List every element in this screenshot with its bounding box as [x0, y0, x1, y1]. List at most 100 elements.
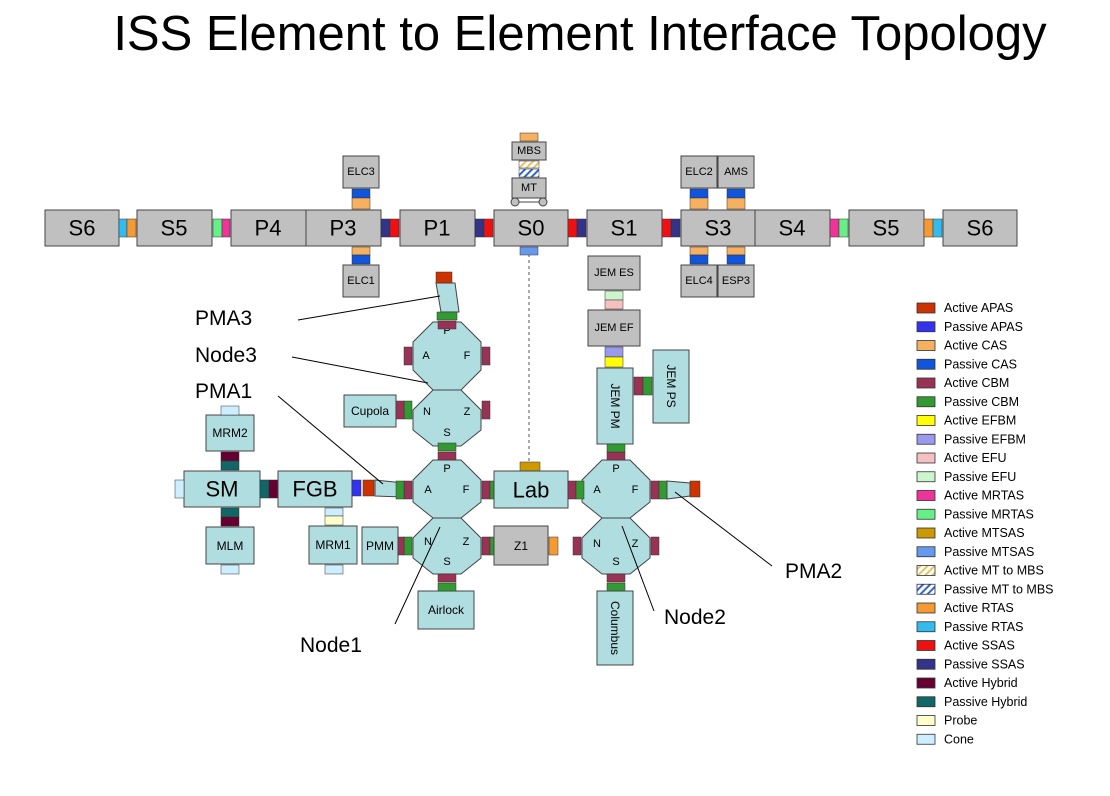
- truss-interfaces: [118, 132, 943, 265]
- jem-pm-label: JEM PM: [608, 383, 622, 428]
- jem-es-box: JEM ES: [587, 255, 641, 291]
- legend-item: Active MRTAS: [916, 489, 1024, 503]
- legend-swatch: [916, 658, 936, 670]
- jem-pm-box: JEM PM: [596, 367, 634, 445]
- node3-port-f: F: [464, 350, 471, 362]
- legend-item: Passive EFU: [916, 470, 1016, 484]
- truss-s3-label: S3: [705, 216, 732, 241]
- legend-swatch: [916, 433, 936, 445]
- mrm2-label: MRM2: [212, 426, 248, 440]
- legend-item: Active CAS: [916, 339, 1007, 353]
- legend-label: Passive EFBM: [944, 432, 1026, 446]
- node1-port-n: N: [424, 536, 432, 548]
- node2-port-s: S: [612, 556, 619, 568]
- legend-swatch: [916, 490, 936, 501]
- legend-swatch: [916, 452, 936, 464]
- legend-item: Active EFBM: [916, 414, 1016, 428]
- legend-label: Passive Hybrid: [944, 695, 1027, 709]
- truss-s6-left-label: S6: [69, 216, 96, 241]
- legend-swatch: [916, 602, 936, 614]
- legend-swatch: [916, 302, 936, 314]
- truss-s6-left: S6: [44, 209, 120, 247]
- jem-ps-label: JEM PS: [664, 364, 678, 407]
- truss-s1: S1: [586, 209, 663, 247]
- node1-lower-octagon: N Z S: [412, 517, 482, 575]
- legend-item: Active APAS: [916, 301, 1013, 315]
- legend-item: Active EFU: [916, 451, 1007, 465]
- pma3-apas-active: [435, 271, 453, 284]
- truss-p4-label: P4: [255, 216, 282, 241]
- legend-swatch: [916, 340, 936, 351]
- truss-s4: S4: [754, 209, 831, 247]
- jem-ef-box: JEM EF: [587, 309, 641, 347]
- legend-item: Passive MT to MBS: [916, 582, 1054, 596]
- truss-s5-right-label: S5: [873, 216, 900, 241]
- truss-p4: P4: [230, 209, 307, 247]
- legend-item: Passive Hybrid: [916, 695, 1027, 709]
- esp3-box: ESP3: [717, 264, 755, 298]
- sm-box: SM: [183, 470, 261, 508]
- legend-item: Passive EFBM: [916, 432, 1026, 446]
- elc4-box: ELC4: [680, 264, 718, 298]
- legend-label: Cone: [944, 732, 974, 746]
- jem-ef-efu-active: [604, 299, 624, 310]
- legend-swatch: [916, 565, 936, 576]
- truss-s0: S0: [493, 209, 569, 247]
- legend-swatch: [916, 583, 936, 595]
- truss-p3: P3: [305, 209, 382, 247]
- legend-swatch: [916, 733, 936, 745]
- legend-swatch: [916, 471, 936, 483]
- cupola-box: Cupola: [343, 394, 397, 428]
- mlm-box: MLM: [205, 526, 255, 565]
- legend-label: Active MT to MBS: [944, 564, 1044, 578]
- truss-s5-right: S5: [848, 209, 925, 247]
- truss-s0-label: S0: [518, 216, 545, 241]
- legend-swatch: [916, 677, 936, 689]
- jem-ps-box: JEM PS: [652, 349, 690, 424]
- truss-s6-right-label: S6: [967, 216, 994, 241]
- ams-label: AMS: [724, 166, 748, 178]
- node3-port-s: S: [443, 427, 450, 439]
- node1-port-a: A: [424, 484, 432, 496]
- truss-s5-left: S5: [136, 209, 213, 247]
- legend-label: Active Hybrid: [944, 676, 1018, 690]
- lab-label: Lab: [513, 478, 550, 503]
- mt-wheel-left-icon: [510, 197, 520, 207]
- node3-port-n: N: [423, 406, 431, 418]
- legend-swatch: [916, 527, 936, 539]
- jem-ef-label: JEM EF: [594, 322, 633, 334]
- pmm-label: PMM: [366, 539, 394, 553]
- truss-p1-label: P1: [424, 216, 451, 241]
- cupola-label: Cupola: [351, 404, 389, 418]
- jem-es-efu-passive: [604, 290, 624, 301]
- elc1-label: ELC1: [347, 275, 375, 287]
- columbus-box: Columbus: [596, 590, 634, 666]
- callout-pma1: PMA1: [195, 380, 384, 485]
- legend-item: Probe: [916, 714, 977, 728]
- mrm1-box: MRM1: [308, 525, 358, 565]
- legend-label: Passive CBM: [944, 395, 1019, 409]
- legend-label: Active SSAS: [944, 639, 1015, 653]
- callout-pma2-label: PMA2: [785, 560, 842, 583]
- node2-port-n: N: [593, 538, 601, 550]
- callout-node2-label: Node2: [664, 606, 726, 629]
- node2-port-p: P: [612, 463, 619, 475]
- callout-pma1-label: PMA1: [195, 380, 252, 403]
- truss-s5-left-label: S5: [161, 216, 188, 241]
- node2-port-z: Z: [632, 538, 639, 550]
- callout-pma2: PMA2: [674, 491, 842, 583]
- fgb-label: FGB: [292, 477, 337, 502]
- legend-label: Active EFBM: [944, 414, 1016, 428]
- legend-item: Passive APAS: [916, 320, 1023, 334]
- jem-pm-efbm-active: [604, 356, 624, 368]
- legend-item: Active MTSAS: [916, 526, 1025, 540]
- callout-node2: Node2: [621, 525, 726, 629]
- mt-box: MT: [511, 177, 547, 199]
- mbs-box: MBS: [511, 141, 547, 161]
- elc4-label: ELC4: [685, 275, 713, 287]
- pma3-cbm-passive: [436, 311, 458, 321]
- legend-swatch: [916, 358, 936, 370]
- legend-swatch: [916, 377, 936, 389]
- legend-label: Active MRTAS: [944, 489, 1024, 503]
